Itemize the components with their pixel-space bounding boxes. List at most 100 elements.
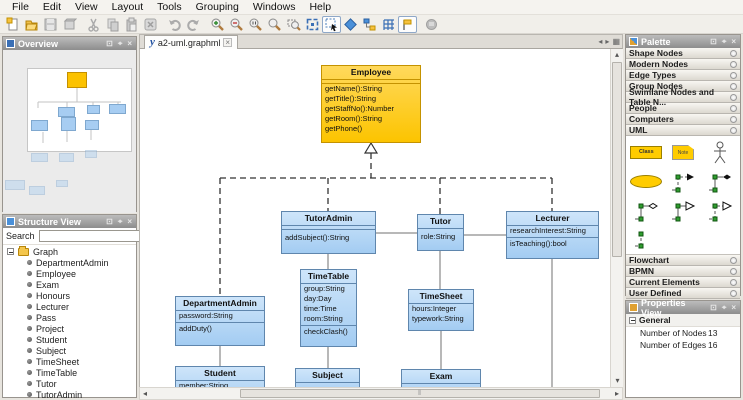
zoom-fit-icon[interactable] (265, 16, 284, 33)
tree-item-subject[interactable]: Subject (3, 345, 136, 356)
navigation-mode-icon[interactable] (341, 16, 360, 33)
tree-item-departmentadmin[interactable]: DepartmentAdmin (3, 257, 136, 268)
save-icon[interactable] (41, 16, 60, 33)
horizontal-scroll-thumb[interactable]: ⦀ (240, 389, 600, 398)
horizontal-scrollbar[interactable]: ◂ ⦀ ▸ (139, 387, 623, 400)
vertical-scrollbar[interactable]: ▴ ▾ (610, 49, 623, 387)
pin-icon[interactable]: ⌖ (117, 38, 123, 48)
section-menu-icon[interactable] (730, 60, 737, 68)
tree-item-lecturer[interactable]: Lecturer (3, 301, 136, 312)
palette-item-uml-realization[interactable] (706, 199, 734, 223)
menu-windows[interactable]: Windows (252, 1, 296, 13)
tree-item-tutor[interactable]: Tutor (3, 378, 136, 389)
palette-item-uml-usecase[interactable] (630, 175, 663, 188)
scroll-down-icon[interactable]: ▾ (615, 376, 620, 385)
search-input[interactable] (38, 230, 155, 242)
section-menu-icon[interactable] (730, 82, 737, 90)
section-menu-icon[interactable] (730, 126, 737, 134)
section-menu-icon[interactable] (730, 71, 737, 79)
menu-edit[interactable]: Edit (42, 1, 62, 13)
tree-item-timetable[interactable]: TimeTable (3, 367, 136, 378)
palette-item-uml-actor[interactable] (712, 141, 728, 165)
export-icon[interactable] (60, 16, 79, 33)
tree-item-honours[interactable]: Honours (3, 290, 136, 301)
tab-a2-uml-graphml[interactable]: y a2-uml.graphml × (144, 35, 239, 49)
menu-tools[interactable]: Tools (157, 1, 182, 13)
menu-file[interactable]: File (12, 1, 29, 13)
palette-section-uml[interactable]: UML (626, 125, 740, 136)
redo-icon[interactable] (184, 16, 203, 33)
pin-icon[interactable]: ⌖ (721, 36, 727, 46)
float-icon[interactable]: ⊡ (710, 302, 717, 312)
palette-item-uml-class[interactable]: Class (630, 146, 663, 159)
section-menu-icon[interactable] (730, 267, 737, 275)
snap-lines-icon[interactable] (398, 15, 417, 33)
palette-section-group-nodes[interactable]: Group Nodes (626, 81, 740, 92)
close-icon[interactable]: × (127, 38, 132, 48)
tree-item-employee[interactable]: Employee (3, 268, 136, 279)
tree-item-student[interactable]: Student (3, 334, 136, 345)
palette-section-swimlane-nodes[interactable]: Swimlane Nodes and Table N... (626, 87, 740, 107)
delete-icon[interactable] (141, 16, 160, 33)
tree-root-graph[interactable]: Graph (3, 245, 136, 257)
section-menu-icon[interactable] (730, 104, 737, 112)
section-menu-icon[interactable] (730, 115, 737, 123)
palette-section-people[interactable]: People (626, 103, 740, 114)
class-node-tutoradmin[interactable]: TutorAdmin addSubject():String (281, 211, 376, 254)
copy-icon[interactable] (103, 16, 122, 33)
expander-icon[interactable] (7, 248, 14, 255)
scroll-up-icon[interactable]: ▴ (614, 50, 619, 59)
tree-item-pass[interactable]: Pass (3, 312, 136, 323)
palette-item-uml-aggregation[interactable] (632, 199, 660, 223)
tab-close-icon[interactable]: × (223, 38, 233, 47)
class-node-subject[interactable]: Subject (295, 368, 360, 387)
section-menu-icon[interactable] (730, 289, 737, 297)
grid-icon[interactable] (379, 16, 398, 33)
menu-help[interactable]: Help (309, 1, 332, 13)
palette-section-computers[interactable]: Computers (626, 114, 740, 125)
palette-item-uml-association[interactable] (669, 170, 697, 194)
properties-group-general[interactable]: General (626, 314, 740, 327)
palette-section-modern-nodes[interactable]: Modern Nodes (626, 59, 740, 70)
palette-section-user-defined[interactable]: User Defined (626, 288, 740, 299)
class-node-exam[interactable]: Exam (401, 369, 481, 387)
class-node-tutor[interactable]: Tutor role:String (417, 214, 464, 251)
float-icon[interactable]: ⊡ (710, 36, 717, 46)
print-icon[interactable] (422, 16, 441, 33)
paste-icon[interactable] (122, 16, 141, 33)
float-icon[interactable]: ⊡ (106, 216, 113, 226)
palette-item-uml-note[interactable]: Note (671, 145, 694, 160)
section-menu-icon[interactable] (730, 256, 737, 264)
cut-icon[interactable] (84, 16, 103, 33)
zoom-area-icon[interactable] (284, 16, 303, 33)
tab-list-icon[interactable]: ▦ (612, 37, 620, 46)
zoom-in-icon[interactable] (208, 16, 227, 33)
expander-icon[interactable] (629, 316, 636, 324)
diagram-canvas[interactable]: Employee getName():String getTitle():Str… (139, 49, 623, 387)
vertical-scroll-thumb[interactable] (612, 62, 622, 257)
scroll-tabs-left-icon[interactable]: ◂ (598, 37, 603, 46)
class-node-departmentadmin[interactable]: DepartmentAdmin password:String addDuty(… (175, 296, 265, 346)
palette-item-uml-composition[interactable] (706, 170, 734, 194)
section-menu-icon[interactable] (730, 278, 737, 286)
fit-content-icon[interactable] (303, 16, 322, 33)
class-node-timetable[interactable]: TimeTable group:String day:Day time:Time… (300, 269, 357, 347)
zoom-actual-size-icon[interactable] (246, 16, 265, 33)
tree-item-exam[interactable]: Exam (3, 279, 136, 290)
class-node-timesheet[interactable]: TimeSheet hours:Integer typework:String (408, 289, 474, 331)
pin-icon[interactable]: ⌖ (117, 216, 123, 226)
palette-section-edge-types[interactable]: Edge Types (626, 70, 740, 81)
overview-minimap[interactable] (3, 50, 136, 213)
section-menu-icon[interactable] (730, 49, 737, 57)
zoom-out-icon[interactable] (227, 16, 246, 33)
palette-section-bpmn[interactable]: BPMN (626, 266, 740, 277)
menu-layout[interactable]: Layout (111, 1, 144, 13)
palette-item-uml-dependency[interactable] (632, 228, 660, 252)
scroll-tabs-right-icon[interactable]: ▸ (605, 37, 610, 46)
close-icon[interactable]: × (731, 36, 736, 46)
new-document-icon[interactable] (3, 16, 22, 33)
open-icon[interactable] (22, 16, 41, 33)
close-icon[interactable]: × (731, 302, 736, 312)
tree-item-project[interactable]: Project (3, 323, 136, 334)
marquee-selection-icon[interactable] (322, 15, 341, 33)
